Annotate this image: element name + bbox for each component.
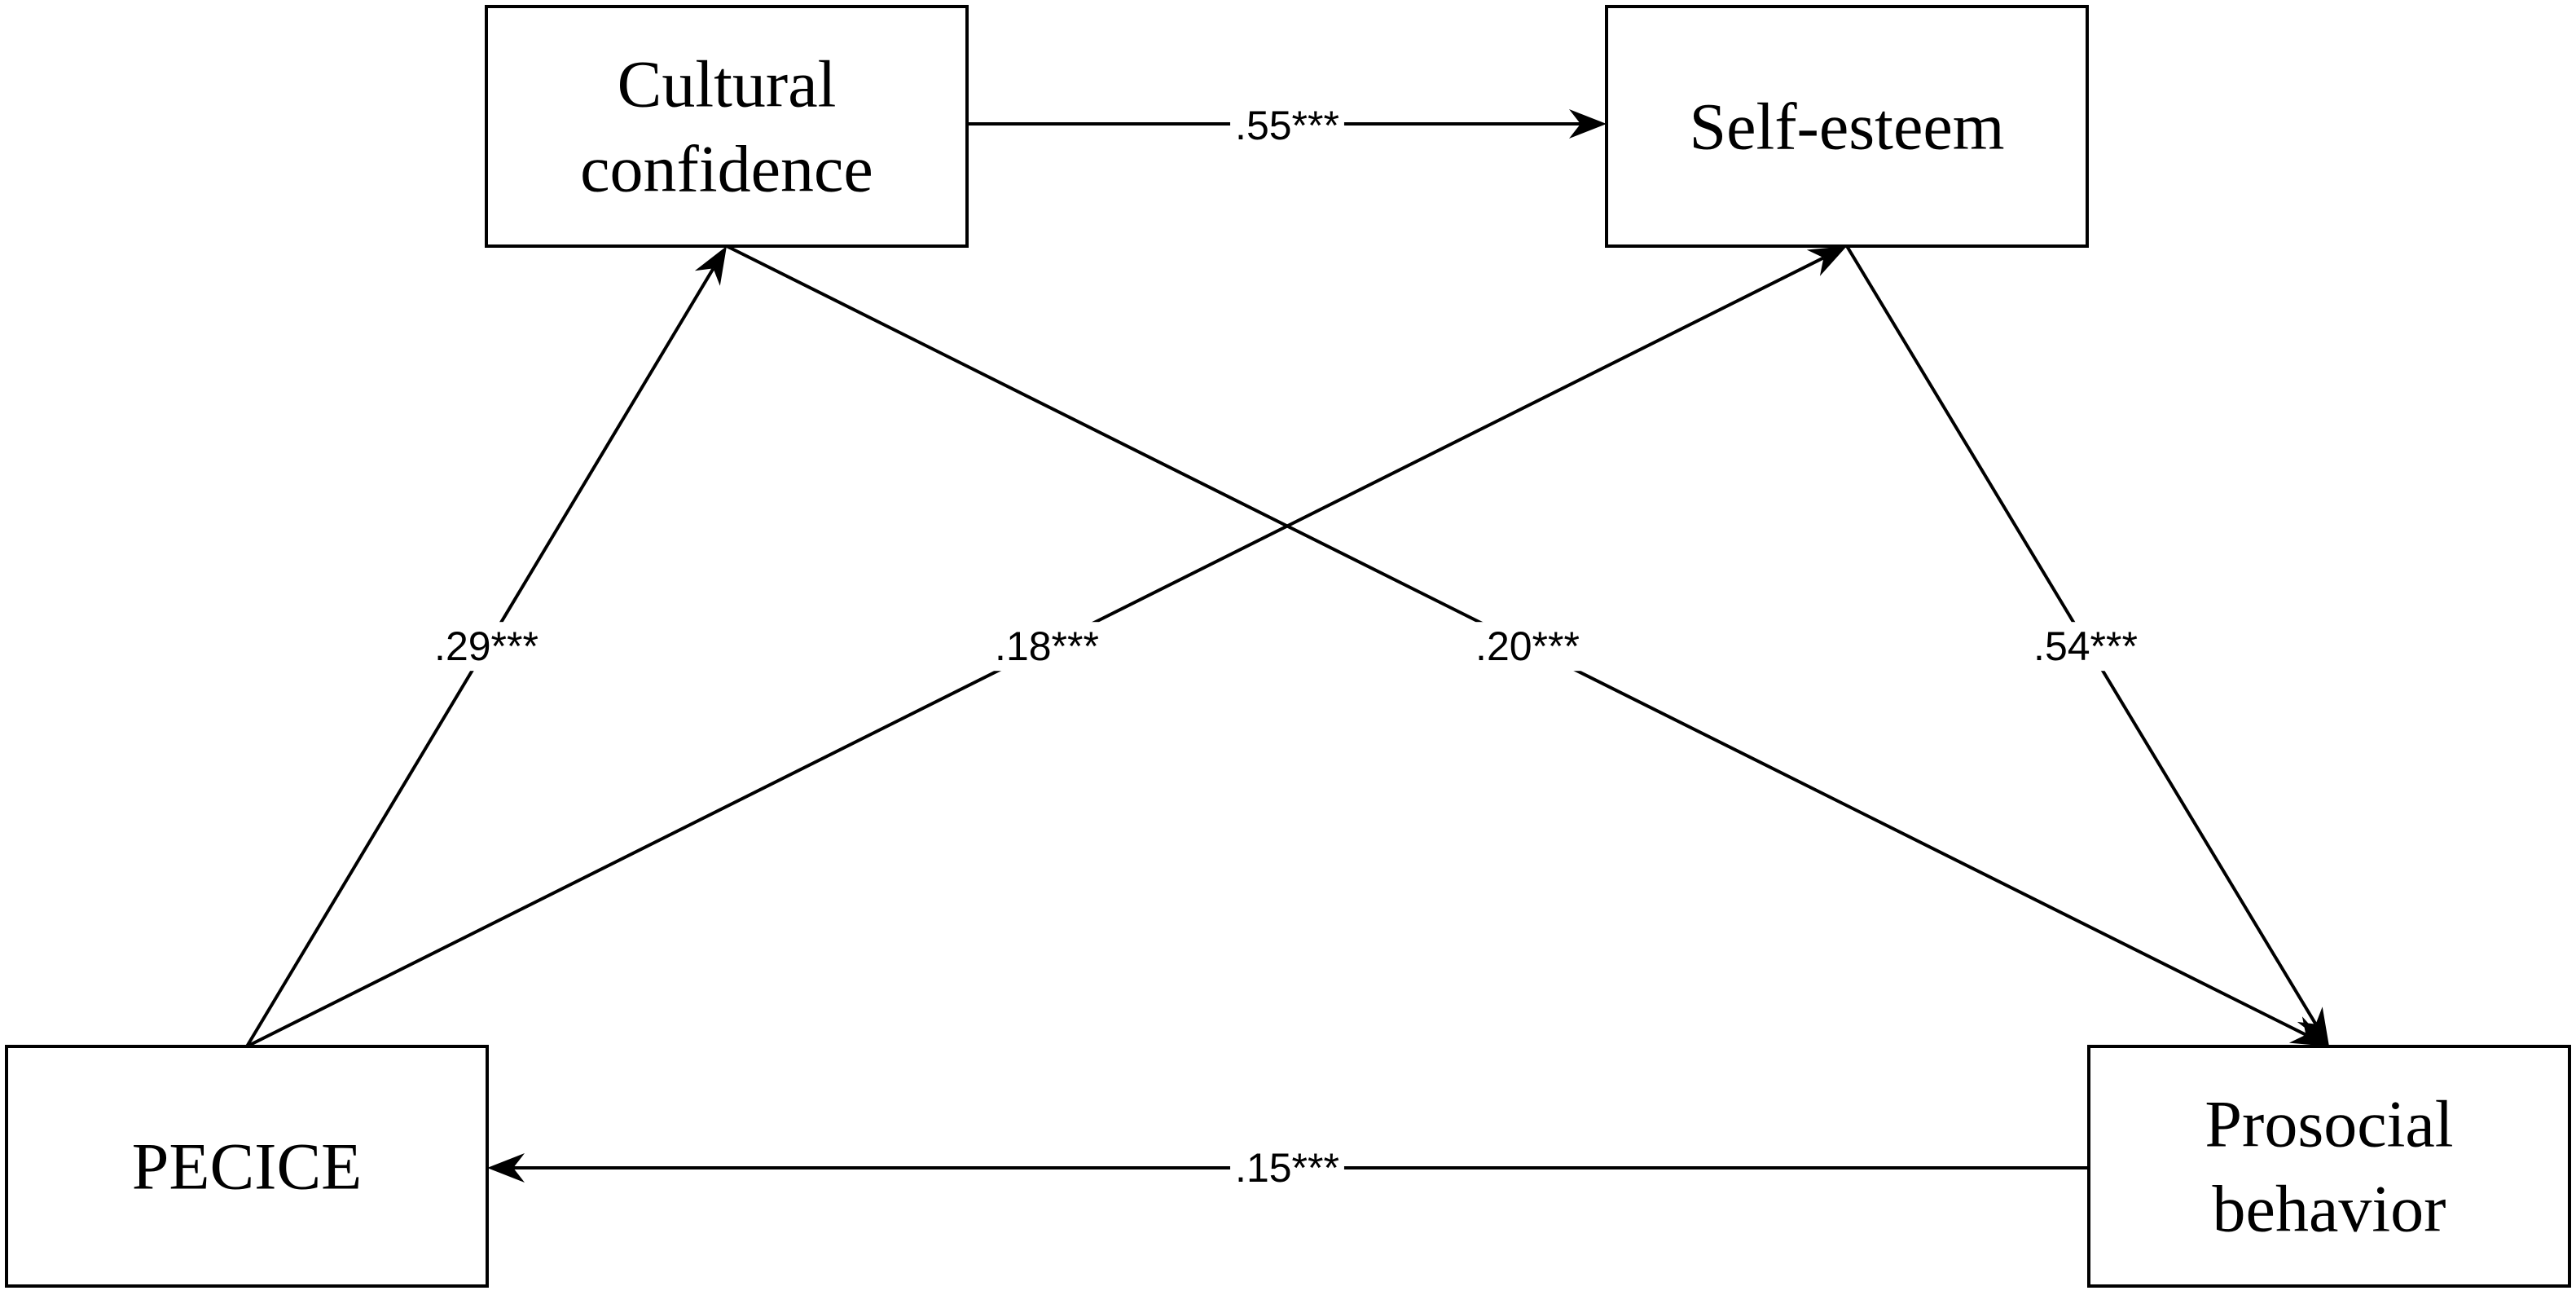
node-box (5, 1045, 489, 1288)
arrowhead-icon (2288, 1016, 2329, 1046)
arrowhead-icon (1806, 246, 1847, 276)
node-label: confidence (580, 132, 873, 206)
edge-coefficient-label: .54*** (2033, 623, 2138, 669)
node-prosocial-behavior: Prosocial behavior (2087, 1045, 2571, 1288)
edge-pb-to-pecice: .15*** (487, 1143, 2089, 1193)
edge-coefficient-label: .20*** (1475, 623, 1580, 669)
node-label: Self-esteem (1689, 90, 2004, 164)
edges-layer: .55*** .29*** .18*** .20*** .54*** .15*** (245, 101, 2329, 1193)
edge-coefficient-label: .15*** (1235, 1145, 1339, 1191)
node-label: PECICE (132, 1130, 362, 1204)
edge-coefficient-label: .18*** (995, 623, 1099, 669)
node-label: Cultural (618, 47, 837, 121)
edge-se-to-pb: .54*** (1845, 244, 2329, 1046)
edge-label-background (1470, 622, 1585, 672)
edge-coefficient-label: .29*** (434, 623, 538, 669)
edge-label-background (1230, 101, 1344, 151)
edge-pecice-to-se: .18*** (246, 246, 1847, 1048)
arrowhead-icon (694, 246, 727, 286)
edge-coefficient-label: .55*** (1235, 103, 1339, 148)
node-box (485, 5, 969, 248)
node-cultural-confidence: Cultural confidence (485, 5, 969, 248)
node-self-esteem: Self-esteem (1605, 5, 2089, 248)
node-label: behavior (2213, 1172, 2446, 1246)
arrowhead-icon (2297, 1006, 2329, 1046)
arrowhead-icon (1569, 109, 1607, 139)
arrowhead-icon (487, 1153, 525, 1183)
node-box (2087, 1045, 2571, 1288)
edge-cc-to-pb: .20*** (726, 244, 2329, 1046)
node-label: Prosocial (2205, 1087, 2453, 1161)
edge-label-background (2029, 622, 2143, 672)
edge-cc-to-se: .55*** (967, 101, 1607, 151)
node-pecice: PECICE (5, 1045, 489, 1288)
edge-label-background (1230, 1143, 1344, 1193)
edge-label-background (990, 622, 1104, 672)
edge-pecice-to-cc: .29*** (245, 246, 727, 1048)
edge-label-background (429, 622, 543, 672)
node-box (1605, 5, 2089, 248)
